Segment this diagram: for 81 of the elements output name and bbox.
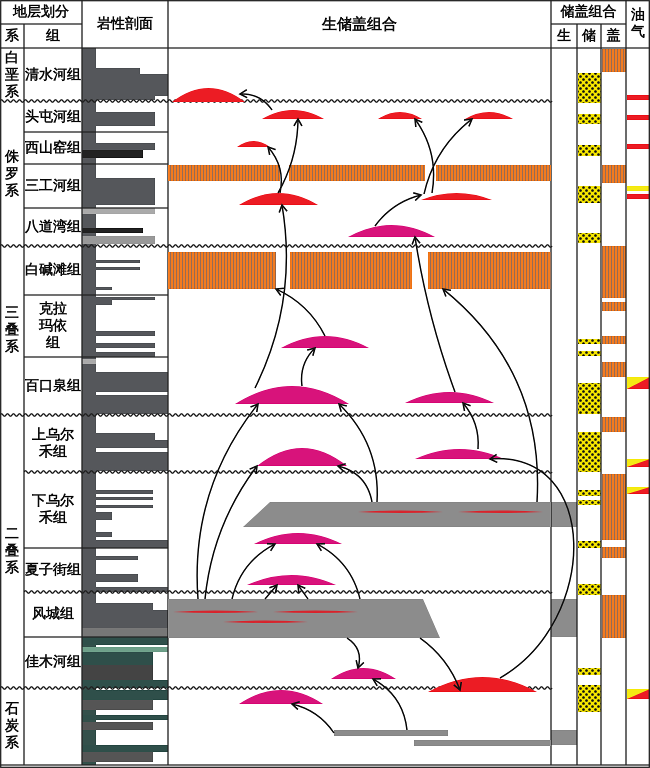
arrow <box>254 204 288 388</box>
formation-name: 上乌尔禾组 <box>31 426 75 460</box>
system-name: 石炭系 <box>4 701 20 752</box>
arrow <box>264 584 278 600</box>
lens-shape <box>172 88 245 102</box>
formation-name: 白碱滩组 <box>24 262 82 279</box>
header-text: 地层划分 <box>12 4 70 20</box>
formation-name: 清水河组 <box>24 66 82 84</box>
lens-shape <box>421 193 492 200</box>
arrow <box>297 584 309 600</box>
header-text: 生储盖组合 <box>320 16 398 32</box>
header-text: 油气 <box>630 7 646 41</box>
formation-name: 三工河组 <box>24 178 82 194</box>
seal-band <box>428 252 551 289</box>
system-name: 侏罗系 <box>4 148 20 200</box>
header-text: 岩性剖面 <box>96 16 154 32</box>
arrow <box>275 288 326 336</box>
lens-shape <box>239 690 323 704</box>
system-name: 二叠系 <box>4 526 20 577</box>
formation-name: 八道湾组 <box>24 218 82 236</box>
arrow <box>300 347 316 386</box>
lens-shape <box>378 112 422 119</box>
arrow <box>423 118 473 194</box>
arrow <box>204 465 258 600</box>
header-text: 系 <box>4 28 20 44</box>
arrow <box>267 146 282 194</box>
lens-shape <box>348 225 435 237</box>
lens-shape <box>281 336 369 348</box>
seal-band <box>290 252 412 289</box>
source-bed <box>168 599 440 638</box>
lens-shape <box>239 193 318 205</box>
lens-shape <box>262 110 324 119</box>
arrow <box>489 454 574 679</box>
arrow <box>374 192 422 226</box>
lens-shape <box>465 112 513 119</box>
formation-name: 西山窑组 <box>24 140 82 156</box>
arrow <box>346 637 364 669</box>
header-text: 储 <box>580 28 597 44</box>
formation-name: 夏子街组 <box>24 562 82 578</box>
lens-shape <box>405 392 494 403</box>
lens-shape <box>237 141 270 147</box>
arrow <box>316 543 361 600</box>
arrow <box>239 89 273 110</box>
formation-name: 百口泉组 <box>24 378 82 394</box>
lens-shape <box>331 668 396 679</box>
lens-shape <box>428 677 537 692</box>
arrow <box>442 288 538 502</box>
arrow <box>420 637 462 691</box>
arrow <box>372 678 408 730</box>
formation-name: 克拉玛依组 <box>38 300 68 352</box>
system-name: 三叠系 <box>4 305 20 356</box>
arrow <box>414 118 434 194</box>
lens-shape <box>235 386 349 404</box>
seal-band <box>289 165 425 181</box>
arrow <box>411 236 456 392</box>
lens-shape <box>254 533 342 544</box>
formation-name: 下乌尔禾组 <box>31 493 75 527</box>
seal-band <box>168 165 280 181</box>
source-bar <box>334 730 448 736</box>
lens-shape <box>257 448 347 466</box>
source-bed <box>243 502 551 527</box>
lens-shape <box>247 575 336 585</box>
formation-name: 佳木河组 <box>24 654 82 671</box>
header-text: 盖 <box>606 28 622 44</box>
arrow <box>291 701 335 734</box>
formation-name: 头屯河组 <box>24 108 82 126</box>
formation-name: 风城组 <box>31 606 75 623</box>
seal-band <box>168 252 276 289</box>
arrow <box>196 403 259 600</box>
arrow <box>338 403 378 502</box>
lens-shape <box>415 449 504 459</box>
header-text: 储盖组合 <box>559 4 618 20</box>
arrow <box>231 543 276 600</box>
system-name: 白垩系 <box>4 50 20 100</box>
header-text: 生 <box>556 28 572 44</box>
arrow <box>462 402 479 450</box>
arrow <box>337 463 373 502</box>
source-bar <box>414 740 551 746</box>
arrow <box>277 118 303 194</box>
header-text: 组 <box>44 28 61 44</box>
seal-band <box>436 165 551 181</box>
